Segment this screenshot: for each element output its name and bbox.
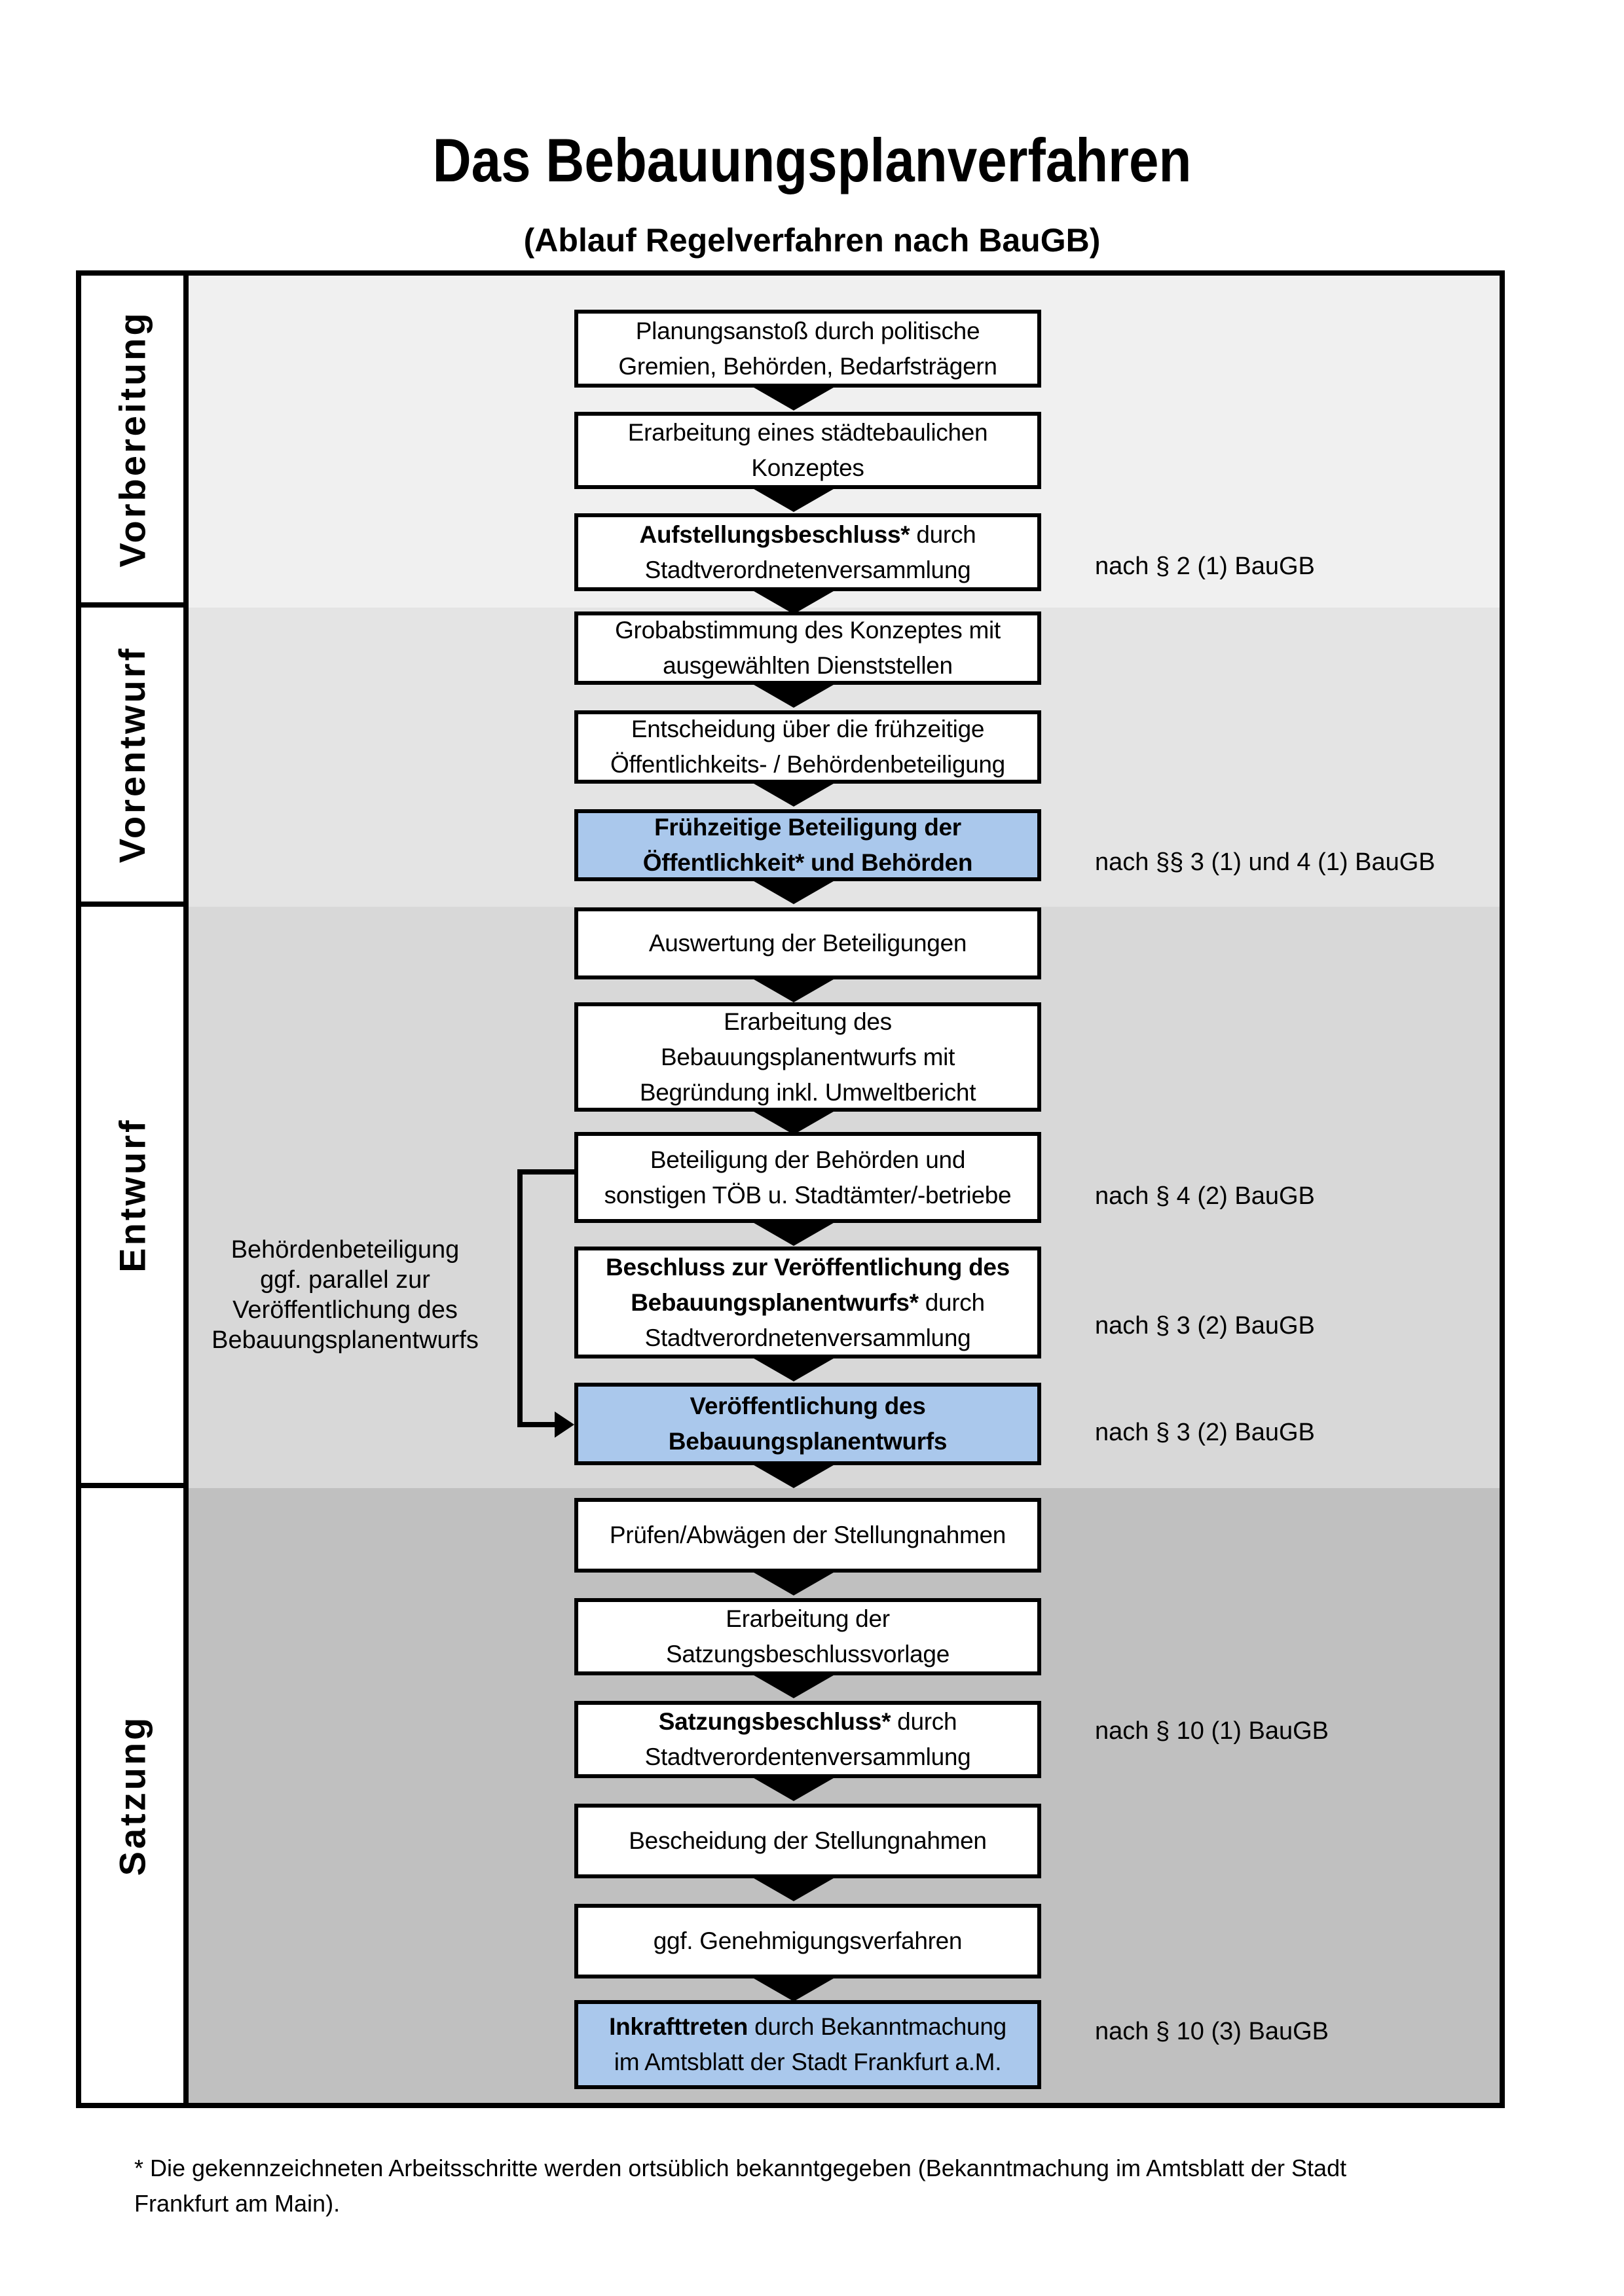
box-text: Begründung inkl. Umweltbericht bbox=[639, 1078, 976, 1106]
label-column-divider bbox=[183, 276, 189, 2103]
phase-label-cell-entwurf: Entwurf bbox=[81, 907, 183, 1488]
box-text: Satzungsbeschlussvorlage bbox=[666, 1641, 950, 1667]
flow-arrow-down-icon bbox=[750, 977, 837, 1002]
phase-label-cell-vorentwurf: Vorentwurf bbox=[81, 608, 183, 907]
box-text-bold: Bebauungsplanentwurfs bbox=[668, 1428, 948, 1455]
flow-arrow-down-icon bbox=[750, 1221, 837, 1246]
side-note: Behördenbeteiligung ggf. parallel zur Ve… bbox=[181, 1235, 509, 1355]
flow-arrow-down-icon bbox=[750, 782, 837, 807]
box-text-bold: Öffentlichkeit* und Behörden bbox=[642, 849, 973, 876]
flow-box-pruefen-abwaegen: Prüfen/Abwägen der Stellungnahmen bbox=[574, 1498, 1041, 1573]
flow-arrow-down-icon bbox=[750, 1357, 837, 1381]
box-text: Öffentlichkeits- / Behördenbeteiligung bbox=[610, 751, 1005, 778]
flow-box-grobabstimmung: Grobabstimmung des Konzeptes mit ausgewäh… bbox=[574, 611, 1041, 685]
box-text-bold: Bebauungsplanentwurfs* bbox=[631, 1288, 919, 1316]
legal-ref-2: nach §§ 3 (1) und 4 (1) BauGB bbox=[1095, 848, 1435, 876]
box-text: Stadtverordentenversammlung bbox=[644, 1743, 971, 1770]
connector-horizontal-top bbox=[517, 1169, 574, 1175]
box-text: durch bbox=[910, 520, 976, 548]
flow-arrow-down-icon bbox=[750, 879, 837, 904]
box-text: Bescheidung der Stellungnahmen bbox=[629, 1827, 987, 1854]
box-text: ggf. Genehmigungsverfahren bbox=[653, 1927, 963, 1954]
box-text: Auswertung der Beteiligungen bbox=[648, 930, 967, 957]
box-text: Prüfen/Abwägen der Stellungnahmen bbox=[609, 1522, 1006, 1548]
box-text: Beteiligung der Behörden und bbox=[650, 1146, 966, 1173]
legal-ref-6: nach § 10 (1) BauGB bbox=[1095, 1717, 1329, 1745]
legal-ref-4: nach § 3 (2) BauGB bbox=[1095, 1312, 1315, 1339]
legal-ref-1: nach § 2 (1) BauGB bbox=[1095, 553, 1315, 580]
flow-arrow-down-icon bbox=[750, 1876, 837, 1901]
flow-box-bescheidung: Bescheidung der Stellungnahmen bbox=[574, 1804, 1041, 1878]
flow-arrow-down-icon bbox=[750, 683, 837, 708]
footnote-line: * Die gekennzeichneten Arbeitsschritte w… bbox=[134, 2155, 1347, 2181]
flow-box-genehmigungsverfahren: ggf. Genehmigungsverfahren bbox=[574, 1904, 1041, 1978]
side-note-line: ggf. parallel zur bbox=[260, 1266, 430, 1294]
flow-box-behoerdenbeteiligung-toeb: Beteiligung der Behörden und sonstigen TÖ… bbox=[574, 1132, 1041, 1223]
phase-label-cell-vorbereitung: Vorbereitung bbox=[81, 276, 183, 608]
box-text: Erarbeitung des bbox=[724, 1008, 892, 1035]
box-text-bold: Veröffentlichung des bbox=[690, 1393, 926, 1419]
box-text: durch bbox=[891, 1708, 957, 1735]
box-text: durch bbox=[918, 1288, 985, 1316]
box-text-bold: Aufstellungsbeschluss* bbox=[639, 520, 910, 548]
connector-horizontal-bottom bbox=[517, 1422, 555, 1427]
flow-arrow-down-icon bbox=[750, 1571, 837, 1595]
box-text: ausgewählten Dienststellen bbox=[663, 652, 953, 679]
footnote: * Die gekennzeichneten Arbeitsschritte w… bbox=[134, 2151, 1542, 2221]
box-text: Stadtverordnetenversammlung bbox=[644, 1324, 971, 1351]
box-text: Planungsanstoß durch politische bbox=[635, 317, 980, 344]
flow-arrow-down-icon bbox=[750, 1673, 837, 1698]
diagram-frame bbox=[76, 270, 1505, 2108]
flow-box-auswertung-beteiligungen: Auswertung der Beteiligungen bbox=[574, 907, 1041, 979]
footnote-line: Frankfurt am Main). bbox=[134, 2190, 341, 2217]
box-text-bold: Beschluss zur Veröffentlichung des bbox=[606, 1253, 1010, 1281]
legal-ref-3: nach § 4 (2) BauGB bbox=[1095, 1182, 1315, 1210]
flow-arrow-down-icon bbox=[750, 386, 837, 410]
box-text: Erarbeitung eines städtebaulichen bbox=[627, 419, 988, 446]
flow-arrow-down-icon bbox=[750, 1463, 837, 1488]
flow-arrow-down-icon bbox=[750, 589, 837, 614]
legal-ref-5: nach § 3 (2) BauGB bbox=[1095, 1419, 1315, 1446]
flow-arrow-down-icon bbox=[750, 487, 837, 512]
side-note-line: Veröffentlichung des bbox=[232, 1296, 458, 1324]
connector-arrowhead-icon bbox=[555, 1412, 574, 1438]
box-text-bold: Satzungsbeschluss* bbox=[658, 1708, 891, 1735]
page-title: Das Bebauungsplanverfahren bbox=[432, 126, 1192, 194]
page-subtitle: (Ablauf Regelverfahren nach BauGB) bbox=[523, 222, 1101, 259]
flow-arrow-down-icon bbox=[750, 1776, 837, 1801]
box-text: Stadtverordnetenversammlung bbox=[644, 556, 971, 583]
flow-arrow-down-icon bbox=[750, 1977, 837, 2001]
box-text-bold: Frühzeitige Beteiligung der bbox=[654, 814, 961, 841]
box-text-bold: Inkrafttreten bbox=[609, 2013, 748, 2040]
box-text: im Amtsblatt der Stadt Frankfurt a.M. bbox=[614, 2049, 1002, 2075]
box-text: Erarbeitung der bbox=[726, 1605, 890, 1632]
flow-arrow-down-icon bbox=[750, 1110, 837, 1135]
box-text: Entscheidung über die frühzeitige bbox=[631, 716, 985, 742]
box-text: Gremien, Behörden, Bedarfsträgern bbox=[618, 352, 997, 380]
box-text: sonstigen TÖB u. Stadtämter/-betriebe bbox=[604, 1181, 1012, 1209]
side-note-line: Behördenbeteiligung bbox=[231, 1236, 460, 1264]
phase-label-cell-satzung: Satzung bbox=[81, 1488, 183, 2103]
legal-ref-7: nach § 10 (3) BauGB bbox=[1095, 2018, 1329, 2045]
box-text: Grobabstimmung des Konzeptes mit bbox=[615, 617, 1001, 644]
side-note-line: Bebauungsplanentwurfs bbox=[212, 1326, 479, 1354]
connector-vertical bbox=[517, 1169, 523, 1425]
box-text: durch Bekanntmachung bbox=[748, 2013, 1006, 2040]
flow-box-inkrafttreten-highlighted: Inkrafttreten durch Bekanntmachung im Amt… bbox=[574, 2000, 1041, 2089]
box-text: Konzeptes bbox=[751, 454, 864, 481]
box-text: Bebauungsplanentwurfs mit bbox=[660, 1043, 955, 1070]
